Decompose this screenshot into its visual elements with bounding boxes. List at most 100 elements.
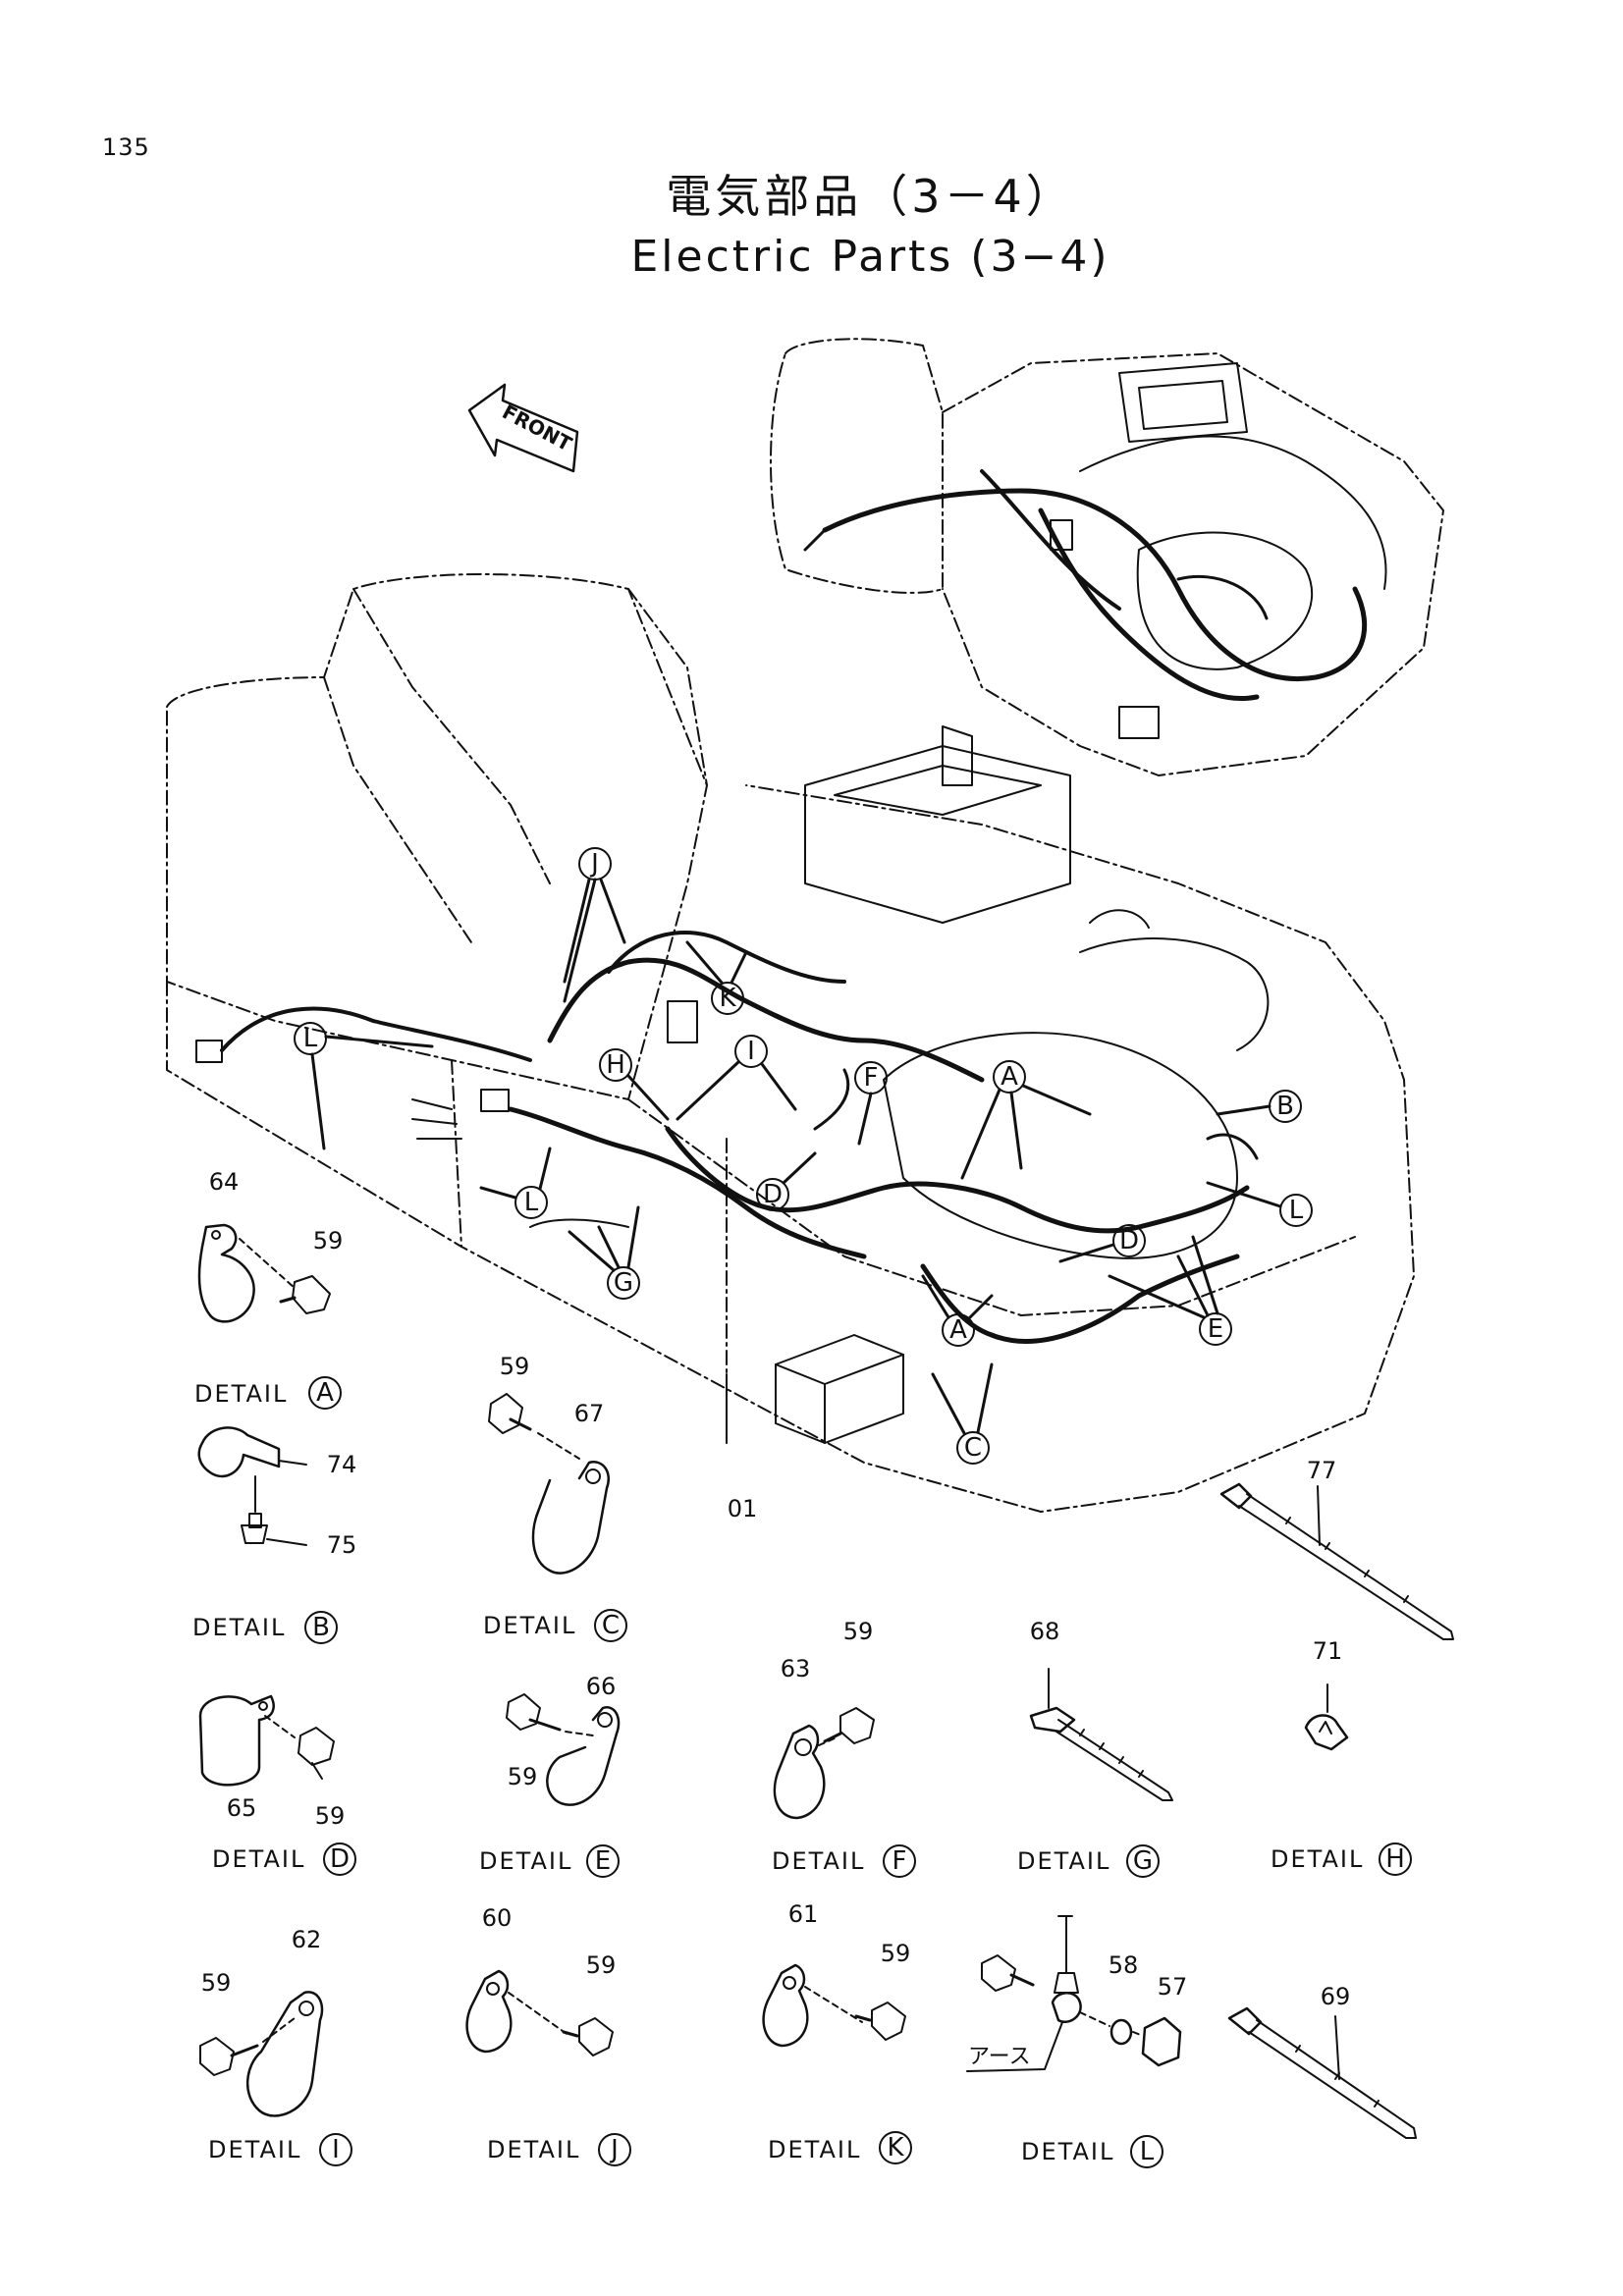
- svg-text:J: J: [589, 849, 599, 879]
- cable-tie-69: 69: [1227, 1983, 1417, 2139]
- callout-d-1: D: [756, 1151, 817, 1211]
- detail-h: 71 DETAIL H: [1271, 1637, 1412, 1876]
- detail-e-part-2: 59: [508, 1763, 538, 1790]
- front-label: FRONT: [499, 400, 576, 455]
- detail-i-label: DETAIL: [208, 2136, 301, 2163]
- detail-b-label: DETAIL: [192, 1614, 286, 1641]
- detail-h-label: DETAIL: [1271, 1845, 1364, 1873]
- callout-d-2: D: [1058, 1224, 1146, 1263]
- detail-d-label: DETAIL: [212, 1845, 305, 1873]
- front-arrow: FRONT: [467, 383, 579, 473]
- svg-text:A: A: [1001, 1062, 1018, 1092]
- svg-text:E: E: [1208, 1314, 1223, 1344]
- detail-e-label: DETAIL: [479, 1847, 572, 1875]
- callout-l-2: L: [1206, 1181, 1313, 1227]
- detail-j-part-1: 60: [482, 1904, 513, 1932]
- detail-g-part-1: 68: [1030, 1618, 1060, 1645]
- detail-c-part-2: 67: [574, 1400, 605, 1427]
- detail-b-part-1: 74: [327, 1451, 357, 1478]
- callout-l-1: L: [294, 1022, 434, 1150]
- detail-l-label: DETAIL: [1021, 2138, 1114, 2165]
- title-japanese: 電気部品（3－4）: [666, 170, 1075, 223]
- detail-a: 64 59 DETAIL A: [194, 1168, 344, 1410]
- svg-text:L: L: [303, 1024, 318, 1053]
- page-number: 135: [102, 133, 150, 161]
- svg-text:D: D: [1119, 1226, 1139, 1255]
- svg-text:D: D: [763, 1180, 783, 1209]
- detail-c-letter: C: [602, 1611, 620, 1640]
- svg-text:A: A: [949, 1315, 967, 1345]
- detail-a-label: DETAIL: [194, 1380, 288, 1408]
- callout-e: E: [1108, 1235, 1232, 1346]
- detail-a-part-2: 59: [313, 1227, 344, 1255]
- detail-h-letter: H: [1385, 1844, 1405, 1874]
- svg-text:G: G: [614, 1268, 633, 1298]
- detail-g: 68 DETAIL G: [1017, 1618, 1173, 1878]
- detail-k: 61 59 DETAIL K: [762, 1900, 912, 2164]
- detail-g-letter: G: [1133, 1846, 1153, 1876]
- callout-j: J: [563, 847, 626, 1003]
- detail-i-letter: I: [332, 2135, 340, 2164]
- detail-j-letter: J: [609, 2135, 619, 2164]
- callout-i: I: [676, 1035, 797, 1121]
- detail-f-part-2: 59: [843, 1618, 874, 1645]
- detail-l-part-1: 58: [1109, 1951, 1139, 1979]
- callout-g: G: [568, 1205, 640, 1300]
- svg-text:F: F: [864, 1063, 879, 1093]
- part-69-label: 69: [1321, 1983, 1351, 2010]
- callout-f: F: [854, 1061, 888, 1146]
- detail-i: 59 62 DETAIL I: [199, 1926, 352, 2166]
- detail-b-letter: B: [312, 1613, 330, 1642]
- harness-callout: 01: [728, 1495, 758, 1522]
- inset-machine-view: [770, 338, 1444, 776]
- detail-c-label: DETAIL: [483, 1612, 576, 1639]
- diagram-callouts: J K L H I F: [294, 847, 1313, 1522]
- svg-text:H: H: [606, 1050, 625, 1080]
- detail-l-part-2: 57: [1158, 1973, 1188, 2001]
- detail-d: 65 59 DETAIL D: [198, 1694, 356, 1876]
- page-title: 電気部品（3－4） Electric Parts (3−4): [0, 161, 1623, 282]
- detail-a-part-1: 64: [209, 1168, 240, 1196]
- detail-h-part-1: 71: [1313, 1637, 1343, 1665]
- detail-d-part-1: 65: [227, 1794, 257, 1822]
- detail-e-letter: E: [595, 1846, 611, 1876]
- detail-d-letter: D: [330, 1844, 350, 1874]
- part-77-label: 77: [1307, 1457, 1337, 1484]
- detail-c: 59 67 DETAIL C: [483, 1353, 627, 1642]
- earth-label: アース: [968, 2045, 1031, 2069]
- detail-k-part-2: 59: [881, 1940, 911, 1967]
- detail-i-part-2: 62: [292, 1926, 322, 1953]
- detail-e: 66 59 DETAIL E: [479, 1673, 621, 1878]
- title-english: Electric Parts (3−4): [630, 232, 1110, 282]
- main-machine-view: [166, 573, 1415, 1513]
- svg-text:L: L: [524, 1188, 539, 1217]
- detail-e-part-1: 66: [586, 1673, 617, 1700]
- detail-b: 74 75 DETAIL B: [192, 1426, 357, 1644]
- svg-text:B: B: [1276, 1092, 1294, 1121]
- callout-l-3: L: [479, 1147, 552, 1219]
- cable-tie-77: 77: [1219, 1457, 1454, 1640]
- detail-l-letter: L: [1140, 2137, 1155, 2166]
- detail-g-label: DETAIL: [1017, 1847, 1110, 1875]
- detail-f-part-1: 63: [781, 1655, 811, 1682]
- detail-b-part-2: 75: [327, 1531, 357, 1559]
- detail-k-letter: K: [887, 2133, 904, 2163]
- detail-f-label: DETAIL: [772, 1847, 865, 1875]
- callout-b: B: [1216, 1090, 1302, 1123]
- callout-k: K: [685, 940, 748, 1015]
- detail-c-part-1: 59: [500, 1353, 530, 1380]
- callout-a-1: A: [960, 1060, 1092, 1180]
- svg-text:L: L: [1289, 1196, 1304, 1225]
- detail-k-part-1: 61: [788, 1900, 819, 1928]
- detail-j: 60 59 DETAIL J: [465, 1904, 631, 2166]
- svg-text:I: I: [747, 1037, 755, 1066]
- detail-l: アース 58 57 DETAIL L: [966, 1915, 1188, 2168]
- detail-f: 63 59 DETAIL F: [772, 1618, 916, 1878]
- callout-h: H: [599, 1048, 670, 1121]
- svg-text:C: C: [964, 1433, 982, 1463]
- detail-a-letter: A: [316, 1378, 334, 1408]
- detail-j-part-2: 59: [586, 1951, 617, 1979]
- detail-j-label: DETAIL: [487, 2136, 580, 2163]
- detail-k-label: DETAIL: [768, 2136, 861, 2163]
